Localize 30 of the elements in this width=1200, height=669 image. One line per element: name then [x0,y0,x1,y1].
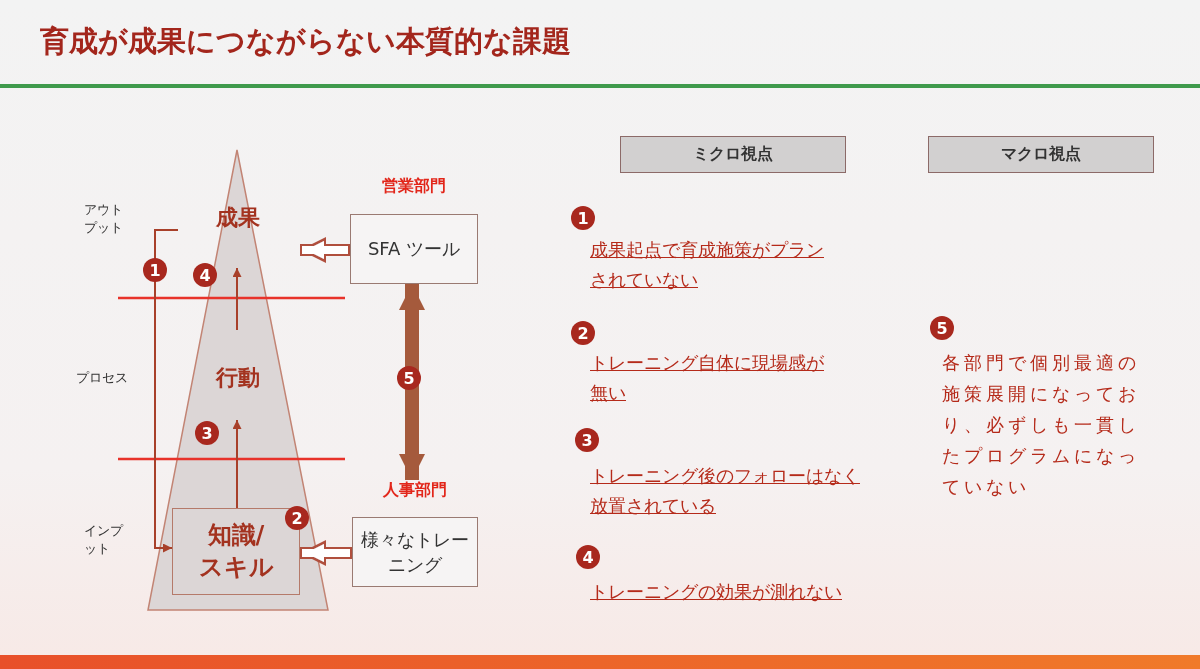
number-badge: 5 [930,316,954,340]
issue-text: トレーニング後のフォローはなく放置されている [590,464,861,518]
issue-text: 成果起点で育成施策がプランされていない [590,238,825,292]
column-header: マクロ視点 [928,136,1154,173]
source-box: SFA ツール [350,214,478,284]
department-heading: 営業部門 [381,176,447,197]
double-arrow [399,284,425,480]
stage-side-label: アウトプット [84,201,124,237]
number-badge: 4 [576,545,600,569]
issue-text: 各部門で個別最適の施策展開になっており、必ずしも一貫したプログラムになっていない [942,351,1141,499]
arrow [232,267,242,331]
issue-text: トレーニング自体に現場感が無い [590,351,825,405]
stage-side-label: プロセス [76,369,129,387]
number-badge: 2 [571,321,595,345]
number-badge: 5 [397,366,421,390]
block-arrow [300,540,352,566]
number-badge: 1 [143,258,167,282]
arrow [232,419,242,509]
bracket-arrow [154,229,179,553]
department-heading: 人事部門 [382,480,448,501]
number-badge: 4 [193,263,217,287]
column-header: ミクロ視点 [620,136,846,173]
slide-title: 育成が成果につながらない本質的な課題 [40,23,571,60]
number-badge: 3 [575,428,599,452]
stage-side-label: インプット [84,522,125,558]
stage-label: 行動 [175,330,300,420]
block-arrow [300,237,350,263]
number-badge: 1 [571,206,595,230]
source-box: 様々なトレーニング [352,517,478,587]
issue-text: トレーニングの効果が測れない [590,580,843,604]
